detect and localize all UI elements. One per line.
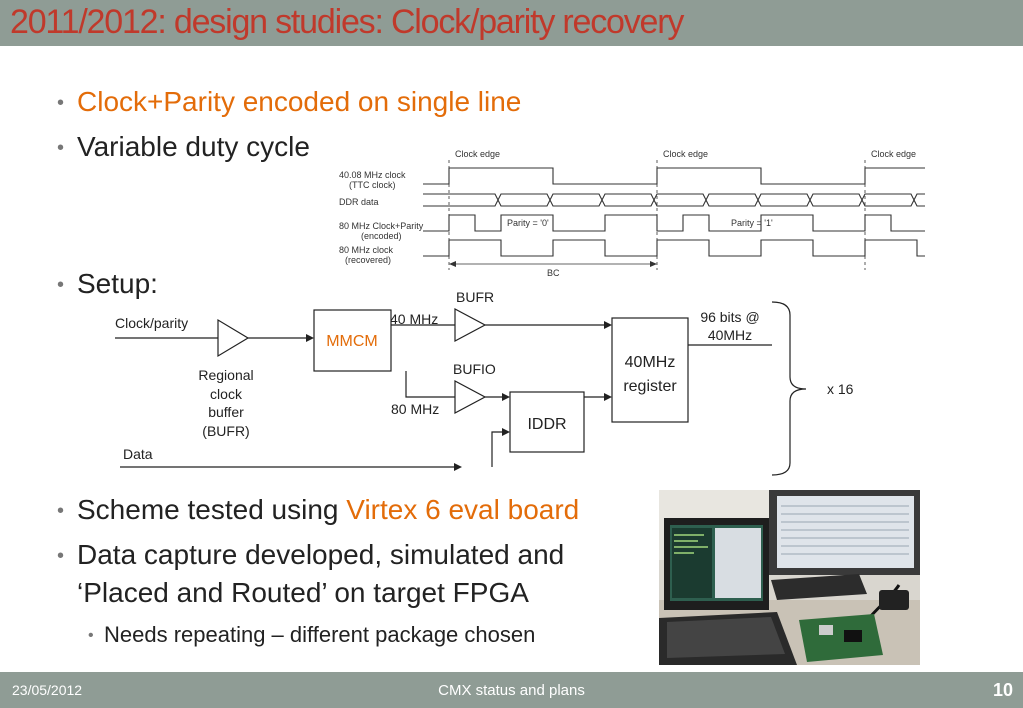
ttc-clock-label: 40.08 MHz clock [339, 170, 406, 180]
register-block [611, 317, 689, 423]
arrow-data-iddr [502, 428, 510, 436]
arrow-to-iddr [502, 393, 510, 401]
ddr-data-label: DDR data [339, 197, 379, 207]
virtex-highlight: Virtex 6 eval board [346, 494, 580, 525]
iddr-block [509, 391, 585, 453]
clock-parity-label: Clock/parity [115, 315, 188, 331]
bufr-buffer [454, 308, 487, 342]
slide-title: 2011/2012: design studies: Clock/parity … [10, 3, 684, 41]
ddr-data-waveform [423, 193, 925, 207]
arrow-to-register-iddr [604, 393, 612, 401]
arrow-to-mmcm [306, 334, 314, 342]
title-bar: 2011/2012: design studies: Clock/parity … [0, 0, 1023, 46]
rcb-label-3: buffer [208, 404, 244, 420]
x16-brace [771, 301, 807, 476]
register-label-2: register [623, 378, 677, 395]
clock-edge-label-3: Clock edge [871, 149, 916, 159]
arrow-data [454, 463, 462, 471]
footer-title: CMX status and plans [438, 682, 585, 699]
bullet-variable-duty: •Variable duty cycle [57, 131, 310, 163]
mmcm-label: MMCM [326, 333, 378, 350]
bufr-label: BUFR [456, 289, 494, 305]
rcb-label-4: (BUFR) [202, 423, 249, 439]
bullet-dot: • [57, 92, 65, 114]
bullet-dot: • [57, 500, 65, 522]
bufio-label: BUFIO [453, 361, 496, 377]
x16-label: x 16 [827, 381, 854, 397]
bullet-clock-parity: •Clock+Parity encoded on single line [57, 86, 521, 118]
clock-edge-label-2: Clock edge [663, 149, 708, 159]
bc-label: BC [547, 268, 560, 278]
bullet-dot: • [57, 137, 65, 159]
regional-clock-buffer [217, 318, 250, 358]
footer-bar: 23/05/2012 CMX status and plans 10 [0, 672, 1023, 708]
parity-one-label: Parity = '1' [731, 218, 773, 228]
bullet-dot: • [57, 545, 65, 567]
iddr-label: IDDR [527, 416, 566, 433]
encoded-clock-waveform [423, 214, 925, 232]
mmcm-block [313, 309, 392, 372]
rcb-label-2: clock [210, 386, 243, 402]
bits-label-1: 96 bits @ [700, 309, 759, 325]
bullet-data-capture: •Data capture developed, simulated and [57, 539, 564, 571]
data-label: Data [123, 446, 153, 462]
footer-date: 23/05/2012 [12, 682, 83, 698]
recovered-clock-label-2: (recovered) [345, 255, 391, 265]
page-number: 10 [992, 680, 1013, 700]
sub-bullet-repeating: •Needs repeating – different package cho… [88, 622, 535, 648]
recovered-clock-waveform [423, 239, 925, 257]
test-setup-illustration [659, 490, 920, 665]
bc-arrow-head-right [650, 261, 657, 267]
mhz40-label: 40 MHz [390, 311, 438, 327]
register-label-1: 40MHz [625, 354, 676, 371]
arrow-to-register-40 [604, 321, 612, 329]
clock-edge-label-1: Clock edge [455, 149, 500, 159]
bc-arrow-head-left [449, 261, 456, 267]
bullet-data-capture-line2: ‘Placed and Routed’ on target FPGA [77, 577, 529, 608]
ttc-clock-label-2: (TTC clock) [349, 180, 396, 190]
bullet-setup: •Setup: [57, 268, 158, 300]
encoded-clock-label: 80 MHz Clock+Parity [339, 221, 424, 231]
wire-data-to-iddr [491, 431, 504, 467]
timing-diagram: Clock edge Clock edge Clock edge 40.08 M… [339, 149, 925, 278]
bits-label-2: 40MHz [708, 327, 752, 343]
test-setup-photo [659, 490, 920, 665]
bullet-dot: • [57, 274, 65, 296]
ttc-clock-waveform [423, 167, 925, 185]
bullet-scheme-tested: •Scheme tested using Virtex 6 eval board [57, 494, 580, 526]
rcb-label-1: Regional [198, 367, 253, 383]
encoded-clock-label-2: (encoded) [361, 231, 402, 241]
parity-zero-label: Parity = '0' [507, 218, 549, 228]
bufio-buffer [454, 380, 487, 414]
recovered-clock-label: 80 MHz clock [339, 245, 394, 255]
sub-bullet-dot: • [88, 627, 94, 644]
block-diagram: Clock/parity Regional clock buffer (BUFR… [115, 289, 854, 476]
wire-mmcm-80mhz [405, 371, 455, 398]
mhz80-label: 80 MHz [391, 401, 439, 417]
